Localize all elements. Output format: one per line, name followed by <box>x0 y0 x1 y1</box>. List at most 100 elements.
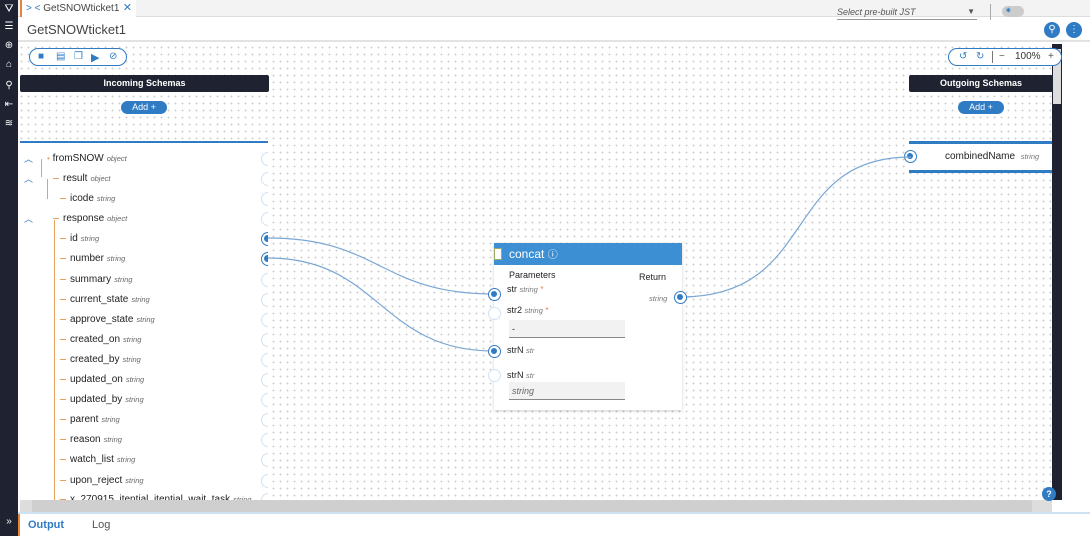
connector-port[interactable] <box>261 353 268 367</box>
exit-icon[interactable]: ⇤ <box>4 99 14 110</box>
menu-icon[interactable]: ☰ <box>4 21 14 32</box>
param-name: strN <box>507 345 524 355</box>
tab-output[interactable]: Output <box>18 514 80 536</box>
connector-port[interactable] <box>261 433 268 447</box>
return-port[interactable] <box>674 291 687 304</box>
horizontal-scrollbar[interactable] <box>20 500 1052 512</box>
outgoing-schemas-header: Outgoing Schemas <box>909 75 1053 92</box>
undo-icon[interactable]: ↺ <box>959 51 968 62</box>
connector-port[interactable] <box>261 453 268 467</box>
tab-bar: > < GetSNOWticket1 ✕ <box>18 0 1090 17</box>
field-name: current_state <box>70 294 129 305</box>
tree-branch <box>60 278 66 280</box>
connector-port[interactable] <box>261 192 268 206</box>
tab-getsnowticket1[interactable]: > < GetSNOWticket1 ✕ <box>20 0 136 17</box>
connector-port[interactable] <box>261 212 268 226</box>
connector-port[interactable] <box>261 273 268 287</box>
param-type: string <box>524 306 543 315</box>
home-icon[interactable]: ⌂ <box>5 59 13 70</box>
zoom-in-button[interactable]: + <box>1048 51 1054 62</box>
chevron-up-icon[interactable]: ︿ <box>24 214 34 224</box>
comment-icon[interactable]: ▤ <box>56 51 66 62</box>
add-incoming-button[interactable]: Add + <box>121 101 167 114</box>
tab-log[interactable]: Log <box>92 519 111 531</box>
hide-icon[interactable]: ⊘ <box>109 51 118 62</box>
connector-port[interactable] <box>261 172 268 186</box>
redo-icon[interactable]: ↻ <box>976 51 985 62</box>
connector-port[interactable] <box>904 150 917 163</box>
copy-icon[interactable]: ❐ <box>74 51 83 62</box>
info-icon[interactable]: ⓘ <box>547 250 558 261</box>
vertical-scrollbar[interactable] <box>1052 44 1062 500</box>
location-icon[interactable]: ⚲ <box>1044 22 1060 38</box>
strN-input[interactable]: string <box>509 382 625 400</box>
field-type: string <box>125 476 144 485</box>
param-port[interactable] <box>488 307 501 320</box>
param-str: str string * <box>507 284 544 294</box>
concat-node[interactable]: concat ⓘ Parameters Return string str st… <box>488 243 687 410</box>
sun-icon: ✷ <box>1005 6 1012 15</box>
str2-input[interactable]: - <box>509 320 625 338</box>
field-type: string <box>123 335 142 344</box>
connector-port[interactable] <box>261 152 268 166</box>
page-title: GetSNOWticket1 <box>27 22 126 37</box>
tree-branch <box>60 338 66 340</box>
param-port[interactable] <box>488 345 501 358</box>
layers-icon[interactable]: ≋ <box>4 118 14 129</box>
node-checkbox[interactable] <box>494 248 502 260</box>
outgoing-row-combinedname[interactable]: combinedName string <box>904 141 1053 173</box>
field-name: fromSNOW <box>52 153 104 164</box>
run-icon[interactable]: ▶ <box>91 52 100 64</box>
chevron-up-icon[interactable]: ︿ <box>24 154 34 164</box>
connector-port[interactable] <box>261 333 268 347</box>
chevron-up-icon[interactable]: ︿ <box>24 174 34 184</box>
add-outgoing-button[interactable]: Add + <box>958 101 1004 114</box>
field-type: string <box>106 254 126 263</box>
scroll-thumb[interactable] <box>1053 49 1061 104</box>
connector-port[interactable] <box>261 252 268 266</box>
connector-port[interactable] <box>261 373 268 387</box>
theme-toggle[interactable]: ✷ <box>1002 6 1024 17</box>
help-icon[interactable]: ? <box>1042 487 1056 501</box>
save-icon[interactable]: ■ <box>38 51 45 62</box>
connector-port[interactable] <box>261 393 268 407</box>
connector-port[interactable] <box>261 493 268 501</box>
search-icon[interactable]: ⚲ <box>5 80 13 91</box>
scroll-thumb[interactable] <box>32 500 1032 512</box>
tree-line <box>41 159 42 177</box>
param-port[interactable] <box>488 369 501 382</box>
connector-port[interactable] <box>261 474 268 488</box>
expand-icon[interactable]: » <box>6 516 12 527</box>
zoom-out-button[interactable]: − <box>999 51 1005 62</box>
param-strN-2: strN str <box>507 370 534 380</box>
required-marker: * <box>540 285 544 294</box>
chevrons-icon[interactable]: > < <box>26 3 41 14</box>
close-icon[interactable]: ✕ <box>122 2 132 14</box>
connector-port[interactable] <box>261 293 268 307</box>
connector-port[interactable] <box>261 232 268 246</box>
param-port[interactable] <box>488 288 501 301</box>
connector-port[interactable] <box>261 413 268 427</box>
add-circle-icon[interactable]: ⊕ <box>4 40 14 51</box>
more-icon[interactable]: ⋮ <box>1066 22 1082 38</box>
connector-port[interactable] <box>261 313 268 327</box>
jst-select[interactable]: Select pre-built JST▼ <box>837 4 977 20</box>
